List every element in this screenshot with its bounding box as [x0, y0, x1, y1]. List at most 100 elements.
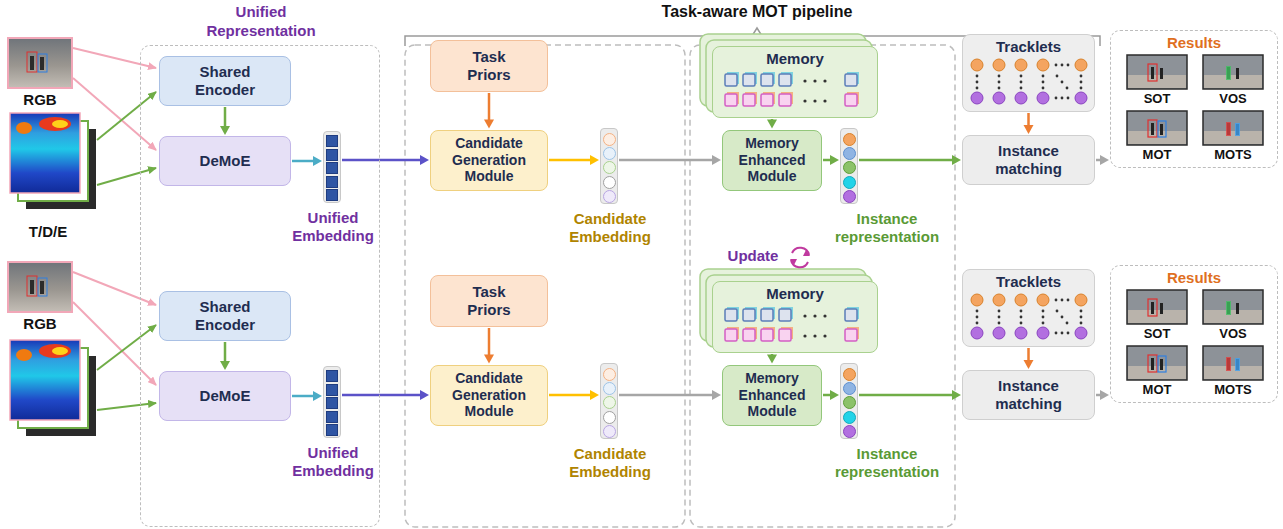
thumbnail-person: [1160, 124, 1163, 135]
thumbnail-person: [1227, 123, 1230, 135]
track-mask: [1226, 66, 1231, 80]
connector: [859, 390, 961, 400]
thumbnail-person: [1151, 302, 1154, 314]
tracklet-panel: Tracklets: [962, 269, 1095, 347]
memory-slot: [761, 309, 773, 321]
tracklet-dot: [993, 327, 1005, 339]
tracklet-dot: [1015, 294, 1027, 306]
ellipsis-dot: [1055, 97, 1058, 100]
thumbnail-person: [1227, 302, 1230, 314]
tracklet-dot: [993, 294, 1005, 306]
panel-heading: Results: [1111, 269, 1277, 287]
rgb-image: [38, 54, 47, 72]
process-box: Candidate Generation Module: [430, 130, 548, 191]
ellipsis-dot: [1042, 75, 1045, 78]
arrowhead: [952, 155, 961, 165]
embedding-column: Instance representation: [840, 363, 858, 439]
ellipsis-dot: [1056, 310, 1059, 313]
thumbnail-person: [1151, 358, 1154, 370]
box-label: DeMoE: [200, 387, 251, 405]
embedding-circle: [603, 190, 616, 203]
embedding-square: [326, 162, 338, 174]
thumbnail-person: [1236, 359, 1239, 370]
rgb-image: [40, 281, 44, 294]
update-icon: [792, 248, 809, 255]
results-panel: ResultsSOTVOSMOTMOTS: [1110, 265, 1278, 403]
memory-slots: [713, 72, 876, 112]
ellipsis-dot: [1020, 322, 1023, 325]
ellipsis-dot: [803, 314, 806, 317]
update-icon: [803, 250, 810, 256]
ellipsis-dot: [823, 79, 826, 82]
arrowhead: [313, 156, 322, 166]
box-label: Candidate Generation Module: [445, 370, 533, 420]
ellipsis-dot: [1067, 97, 1070, 100]
ellipsis-dot: [1080, 75, 1083, 78]
ellipsis-dot: [1055, 332, 1058, 335]
connector: [619, 155, 721, 165]
process-box: Memory Enhanced Module: [722, 130, 822, 191]
update-icon: [790, 248, 810, 267]
group-region: Unified RepresentationShared EncoderDeMo…: [140, 45, 380, 527]
tracklet-dot: [993, 92, 1005, 104]
thumbnail-ground: [1204, 131, 1262, 144]
embedding-circle: [603, 133, 616, 146]
embedding-circle: [603, 161, 616, 174]
tracklet-dot: [1037, 59, 1049, 71]
process-box: Shared Encoder: [159, 291, 291, 341]
ellipsis-dot: [1042, 310, 1045, 313]
connector: [823, 390, 839, 400]
thumbnail-person: [1236, 124, 1239, 135]
rgb-image: [30, 56, 34, 70]
box-label: Task Priors: [461, 48, 517, 84]
box-label: Instance matching: [983, 377, 1074, 413]
tracklet-dot: [1075, 327, 1087, 339]
connector-line: [859, 394, 953, 397]
input-lines: [97, 325, 156, 370]
thumbnail-person: [1160, 359, 1163, 370]
thumbnail: [1127, 290, 1187, 324]
input-label: RGB: [4, 315, 76, 333]
connector-line: [823, 394, 831, 397]
thumbnail-person: [1227, 358, 1230, 370]
arrowhead: [220, 361, 230, 370]
box-label: Candidate Generation Module: [445, 135, 533, 185]
ellipsis-dot: [998, 316, 1001, 319]
tracklet-dot: [993, 59, 1005, 71]
arrowhead: [767, 355, 777, 364]
process-box: Instance matching: [962, 135, 1095, 185]
connector: [767, 119, 777, 129]
memory-slot: [761, 74, 773, 86]
result-thumbnails: [1111, 31, 1276, 166]
tracklet-panel: Tracklets: [962, 34, 1095, 112]
embedding-column: Candidate Embedding: [600, 128, 618, 204]
track-box: [1158, 356, 1166, 372]
embedding-square: [326, 424, 338, 436]
ellipsis-dot: [1080, 322, 1083, 325]
embedding-square: [326, 189, 338, 201]
process-box: DeMoE: [159, 371, 291, 421]
arrowhead: [830, 390, 839, 400]
box-label: Shared Encoder: [190, 63, 260, 99]
task-label: MOT: [1127, 382, 1187, 398]
process-box: Memory Enhanced Module: [722, 365, 822, 426]
tracklet-dot: [1075, 294, 1087, 306]
thumbnail: [1203, 346, 1263, 380]
ellipsis-dot: [998, 310, 1001, 313]
rgb-image: [30, 280, 34, 294]
input-lines: [73, 272, 156, 305]
embedding-circle: [603, 368, 616, 381]
ellipsis-dot: [1080, 310, 1083, 313]
embedding-circle: [603, 382, 616, 395]
connector-line: [292, 160, 314, 163]
dashed-region: [405, 45, 955, 527]
connector: [292, 156, 322, 166]
thumbnail-person: [1151, 67, 1154, 79]
embedding-circle: [603, 425, 616, 438]
memory-slot: [779, 74, 791, 86]
ellipsis-dot: [998, 75, 1001, 78]
task-label: MOTS: [1203, 147, 1263, 163]
memory-slot: [761, 94, 773, 106]
track-box: [1148, 355, 1157, 372]
ellipsis-dot: [1066, 87, 1069, 90]
